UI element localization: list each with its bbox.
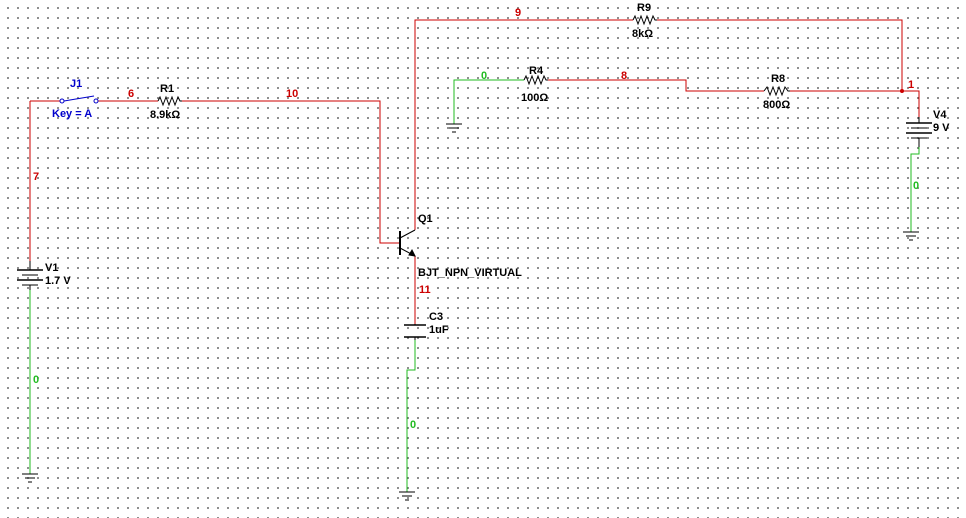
ground-wires: [29, 79, 920, 492]
v4-ref-label: V4: [933, 109, 947, 121]
wire-net-1[interactable]: [790, 90, 920, 117]
switch-j1[interactable]: [59, 95, 99, 104]
r9-value-label: 8kΩ: [632, 28, 654, 40]
battery-v4[interactable]: [906, 117, 932, 147]
c3-value-label: 1uF: [429, 324, 449, 336]
wire-net-9[interactable]: [414, 19, 633, 230]
v4-value-label: 9 V: [933, 122, 950, 134]
net-label-11: 11: [419, 284, 431, 296]
net-label-7: 7: [33, 171, 40, 183]
ground-symbol-c3: [399, 491, 415, 501]
v1-ref-label: V1: [45, 262, 59, 274]
net-label-gnd-v4: 0: [913, 180, 920, 192]
wire-gnd-r4[interactable]: [453, 79, 524, 124]
resistor-r4[interactable]: [523, 74, 548, 86]
wire-gnd-v4[interactable]: [910, 147, 920, 232]
net-label-gnd-r4: 0: [481, 70, 488, 82]
net-label-8: 8: [621, 70, 628, 82]
v1-value-label: 1.7 V: [45, 275, 71, 287]
ground-symbol-v4: [903, 231, 919, 241]
ground-symbol-r4: [446, 123, 462, 133]
battery-v1[interactable]: [17, 261, 43, 290]
ground-symbol-v1: [22, 473, 38, 483]
r4-value-label: 100Ω: [521, 92, 549, 104]
j1-ref-label: J1: [70, 78, 83, 90]
transistor-q1[interactable]: [399, 229, 416, 257]
r9-ref-label: R9: [637, 2, 652, 14]
q1-ref-label: Q1: [418, 213, 433, 225]
signal-wires: [29, 19, 920, 324]
r1-value-label: 8.9kΩ: [150, 109, 181, 121]
r8-value-label: 800Ω: [763, 99, 791, 111]
net-label-6: 6: [128, 88, 135, 100]
r8-ref-label: R8: [771, 73, 786, 85]
r4-ref-label: R4: [529, 65, 544, 77]
net-label-10: 10: [286, 88, 299, 100]
c3-ref-label: C3: [429, 311, 444, 323]
wire-gnd-c3[interactable]: [406, 340, 416, 492]
capacitor-c3[interactable]: [404, 324, 426, 338]
q1-model-label: BJT_NPN_VIRTUAL: [418, 267, 522, 279]
wire-net-10[interactable]: [182, 100, 400, 244]
resistor-r1[interactable]: [157, 95, 182, 107]
junction-dot-net-1: [900, 89, 904, 93]
net-label-9: 9: [515, 7, 522, 19]
r1-ref-label: R1: [160, 83, 175, 95]
wire-r9-right[interactable]: [657, 19, 903, 91]
net-label-gnd-v1: 0: [33, 374, 40, 386]
net-label-1: 1: [908, 79, 915, 91]
resistor-r8[interactable]: [763, 85, 790, 97]
net-label-gnd-c3: 0: [410, 419, 417, 431]
resistor-r9[interactable]: [632, 14, 657, 26]
wire-net-8[interactable]: [548, 79, 764, 92]
j1-key-label: Key = A: [52, 108, 93, 120]
